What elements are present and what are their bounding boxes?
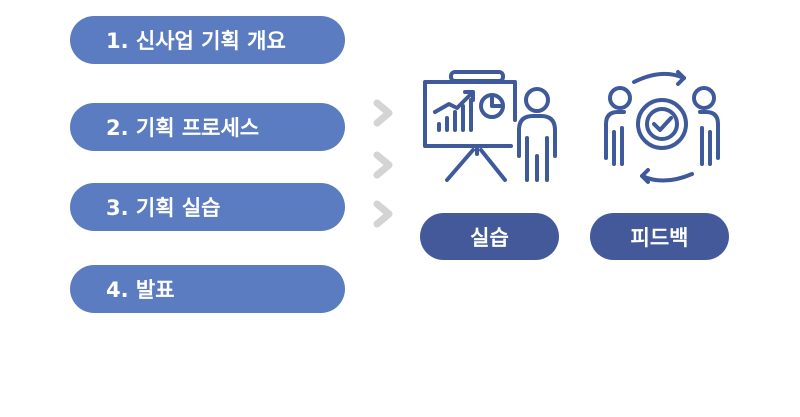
step-4: 4. 발표 [70,265,345,313]
chevron-right-icon [373,151,393,179]
step-2: 2. 기획 프로세스 [70,103,345,151]
feedback-label: 피드백 [630,225,689,250]
presentation-chart-icon [423,70,557,182]
step-1-label: 1. 신사업 기획 개요 [106,29,286,53]
step-1: 1. 신사업 기획 개요 [70,16,345,64]
step-3-label: 3. 기획 실습 [106,196,221,220]
team-feedback-icon [604,70,720,184]
chevron-right-icon [373,99,393,127]
chevron-right-icon [373,200,393,228]
practice-label: 실습 [470,225,509,250]
feedback-pill: 피드백 [590,213,729,260]
step-2-label: 2. 기획 프로세스 [106,116,260,140]
step-3: 3. 기획 실습 [70,183,345,231]
practice-pill: 실습 [420,213,559,260]
step-4-label: 4. 발표 [106,278,175,302]
